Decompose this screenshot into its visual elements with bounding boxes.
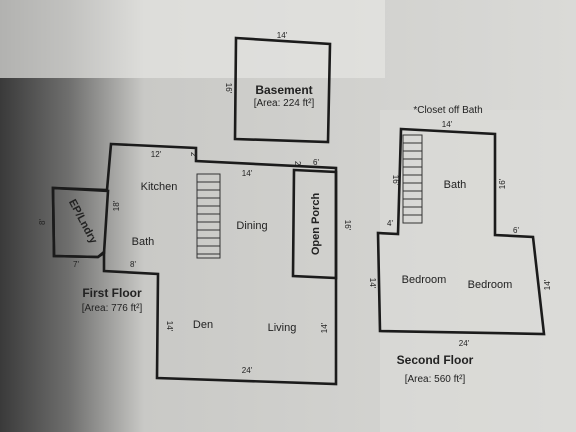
second-floor-plan: *Closet off Bath 14' 16' 16' 4' 6' 14' 1…: [368, 105, 552, 385]
first-floor-title: First Floor: [82, 286, 142, 300]
paper-sheet: [0, 0, 385, 78]
room-second-bath: Bath: [444, 179, 467, 191]
ff-dim-den-left: 14': [165, 321, 174, 332]
room-dining: Dining: [236, 220, 267, 232]
basement-outline: [233, 36, 332, 144]
ff-dim-ep-left: 8': [38, 219, 47, 225]
basement-dim-top: 14': [277, 31, 288, 40]
basement-title: Basement: [255, 83, 312, 97]
first-floor-stairs: [196, 173, 221, 259]
first-floor-area: [Area: 776 ft²]: [82, 303, 143, 314]
paper-sheet-right: [380, 110, 576, 432]
room-bedroom-right: Bedroom: [468, 279, 513, 291]
sf-dim-right-lower: 14': [543, 279, 552, 290]
second-floor-area: [Area: 560 ft²]: [405, 374, 466, 385]
sf-dim-bottom: 24': [459, 339, 470, 348]
sf-dim-left-lower: 14': [368, 278, 377, 289]
room-den: Den: [193, 319, 213, 331]
ff-dim-small-top: 2': [189, 152, 198, 158]
ff-dim-small-porch: 2': [293, 161, 302, 167]
room-bath: Bath: [132, 236, 155, 248]
ff-dim-porch-top: 6': [313, 158, 319, 167]
second-floor-outline: [376, 127, 546, 336]
ff-dim-left-18: 18': [112, 200, 121, 211]
sf-dim-step-right: 6': [513, 226, 519, 235]
sf-dim-top: 14': [442, 120, 453, 129]
room-bedroom-left: Bedroom: [402, 274, 447, 286]
ff-dim-step-8: 8': [130, 260, 136, 269]
ff-dim-ep-bottom: 7': [73, 260, 79, 269]
ff-dim-middle-top: 14': [242, 169, 253, 178]
second-floor-stairs: [402, 134, 423, 224]
second-floor-title: Second Floor: [397, 353, 474, 367]
basement-area: [Area: 224 ft²]: [254, 98, 315, 109]
room-living: Living: [268, 322, 297, 334]
ep-lndry-room: [51, 186, 110, 259]
ff-dim-living-right: 14': [320, 322, 329, 333]
open-porch-room: [291, 168, 338, 280]
ff-dim-porch-right: 16': [343, 220, 352, 231]
sf-dim-right-upper: 16': [498, 178, 507, 189]
basement-dim-left: 16': [224, 83, 233, 94]
sf-dim-left-upper: 16': [391, 175, 400, 186]
second-floor-note: *Closet off Bath: [413, 105, 482, 116]
ff-dim-bottom: 24': [242, 366, 253, 375]
sf-dim-step-left: 4': [387, 219, 393, 228]
room-open-porch: Open Porch: [310, 193, 322, 256]
room-kitchen: Kitchen: [141, 181, 178, 193]
basement-plan: 14' 16' Basement [Area: 224 ft²]: [224, 31, 332, 144]
ff-dim-top-left: 12': [151, 150, 162, 159]
